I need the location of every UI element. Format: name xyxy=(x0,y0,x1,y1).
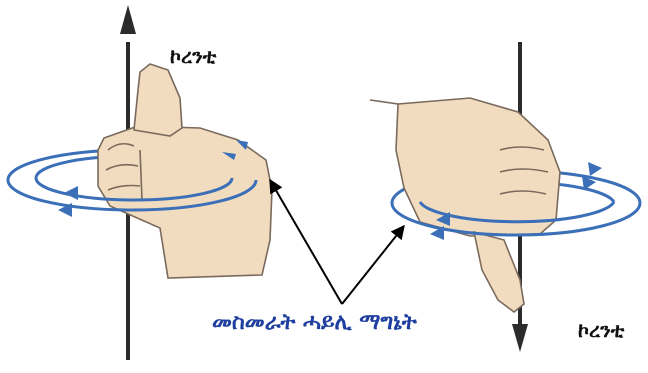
right-hand xyxy=(370,98,560,312)
pointer-to-right-rings xyxy=(342,226,404,304)
current-label-left: ኮረንቲ xyxy=(170,44,216,68)
left-hand xyxy=(98,64,272,278)
left-current-arrow-up xyxy=(120,5,136,34)
current-label-right: ኮረንቲ xyxy=(578,318,624,342)
left-hand-figure xyxy=(8,5,272,360)
field-line-pointers xyxy=(270,180,404,304)
right-hand-figure xyxy=(370,42,640,352)
pointer-to-left-rings xyxy=(270,180,342,304)
right-current-arrow-down xyxy=(512,324,528,352)
magnetic-field-lines-label: መስመራት ሓይሊ ማግኔት xyxy=(212,310,417,335)
